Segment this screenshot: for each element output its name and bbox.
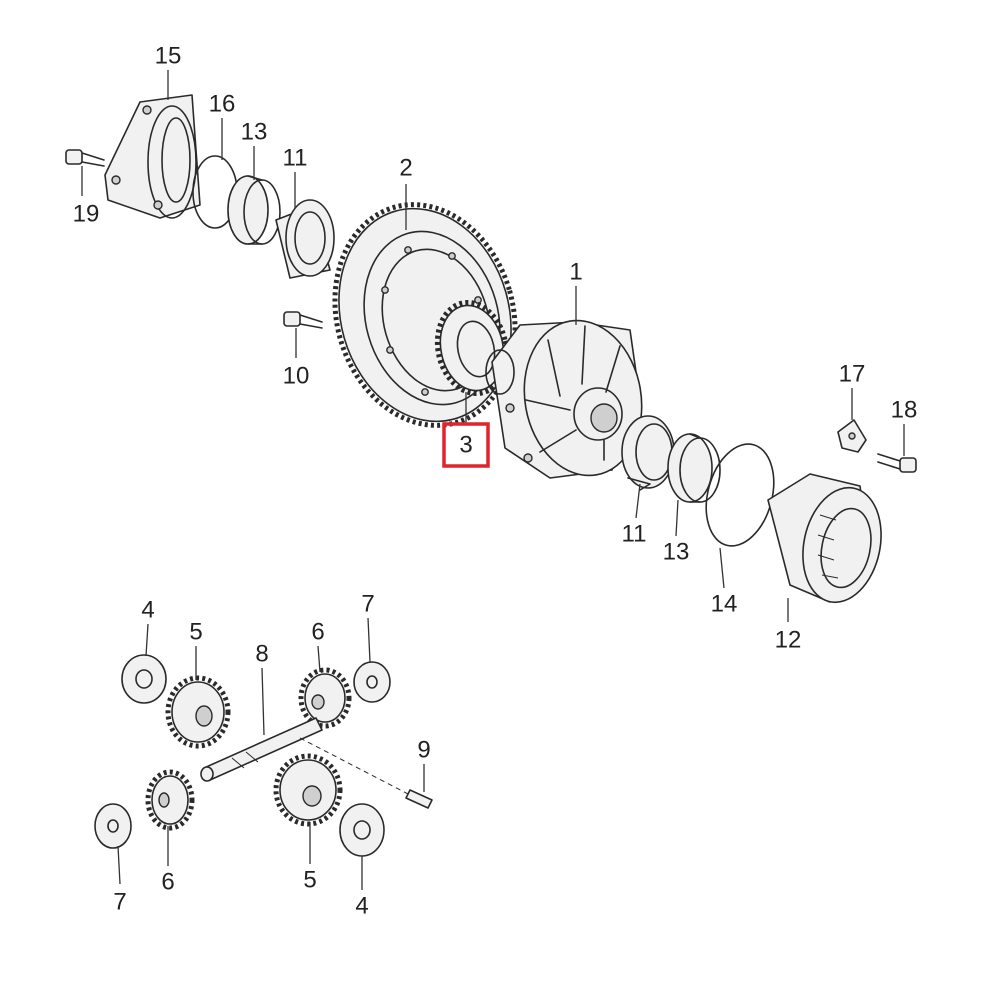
part-bearing-upper[interactable] — [275, 199, 335, 279]
part-side-gear-upper[interactable] — [165, 675, 231, 749]
part-bearing-race-upper[interactable] — [227, 175, 281, 245]
part-lock-pin[interactable] — [299, 737, 433, 809]
callout-9: 9 — [417, 737, 430, 764]
callout-11-upper: 11 — [283, 145, 308, 172]
callout-5-upper: 5 — [189, 619, 202, 646]
callout-11-lower: 11 — [622, 521, 647, 548]
callout-17: 17 — [839, 361, 866, 388]
part-ring-gear-bolt[interactable] — [283, 311, 323, 329]
callout-18: 18 — [891, 397, 918, 424]
part-bearing-adjuster[interactable] — [767, 473, 891, 610]
part-lock-plate-bolt[interactable] — [877, 453, 917, 473]
part-speedometer-drive-gear[interactable] — [429, 296, 515, 400]
callout-6-upper: 6 — [311, 619, 324, 646]
callout-16: 16 — [209, 91, 236, 118]
callout-19: 19 — [73, 201, 100, 228]
callout-6-lower: 6 — [161, 869, 174, 896]
callout-13-lower: 13 — [663, 539, 690, 566]
part-bearing-race-lower[interactable] — [667, 433, 721, 503]
part-pinion-gear-upper[interactable] — [298, 667, 352, 729]
part-thrust-washer-side-lower[interactable] — [339, 803, 385, 857]
callout-13-upper: 13 — [241, 119, 268, 146]
callout-7-lower: 7 — [113, 889, 126, 916]
callout-3: 3 — [459, 432, 472, 459]
callout-5-lower: 5 — [303, 867, 316, 894]
part-lock-plate[interactable] — [837, 419, 867, 453]
part-bearing-retainer-flange[interactable] — [104, 94, 201, 219]
callout-7-upper: 7 — [361, 591, 374, 618]
callout-10: 10 — [283, 363, 310, 390]
callout-8: 8 — [255, 641, 268, 668]
highlight-box — [442, 422, 490, 468]
part-pinion-shaft[interactable] — [200, 717, 323, 782]
callout-12: 12 — [775, 627, 802, 654]
callout-4-lower: 4 — [355, 893, 368, 920]
callout-2: 2 — [399, 155, 412, 182]
part-thrust-washer-pinion-lower[interactable] — [94, 803, 132, 849]
callout-14: 14 — [711, 591, 738, 618]
part-thrust-washer-side-upper[interactable] — [121, 654, 167, 704]
part-pinion-gear-lower[interactable] — [145, 769, 195, 831]
part-side-gear-lower[interactable] — [273, 753, 343, 827]
part-bearing-lower[interactable] — [621, 415, 675, 491]
callout-1: 1 — [569, 259, 582, 286]
part-thrust-washer-pinion-upper[interactable] — [353, 661, 391, 703]
callout-15: 15 — [155, 43, 182, 70]
part-flange-bolt[interactable] — [65, 149, 105, 167]
callout-4-upper: 4 — [141, 597, 154, 624]
part-differential-case[interactable] — [485, 311, 654, 485]
leader-lines — [81, 70, 905, 890]
